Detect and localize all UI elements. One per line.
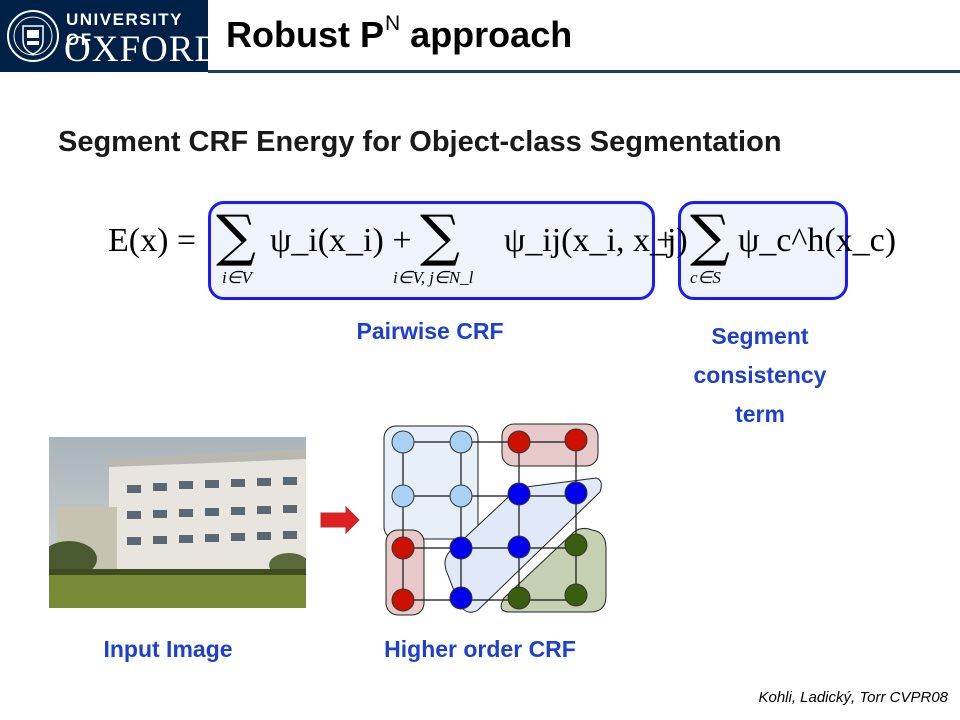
higher-order-crf-label: Higher order CRF <box>384 636 576 662</box>
equation-plus: + <box>656 222 676 259</box>
pairwise-subscript: i∈V, j∈N_l <box>393 268 474 287</box>
pairwise-term: ψ_ij(x_i, x_j) <box>504 222 688 259</box>
title-end: approach <box>400 14 573 55</box>
slide-title: Robust PN approach <box>226 12 573 56</box>
segment-term-box <box>678 201 848 300</box>
sum-symbol-pairwise: ∑ <box>420 204 460 269</box>
title-main: Robust P <box>226 14 384 55</box>
pairwise-crf-label: Pairwise CRF <box>356 318 504 344</box>
sum-symbol-higher: ∑ <box>690 204 730 269</box>
segment-label-line-3: term <box>735 401 785 427</box>
segment-label-line-1: Segment <box>711 323 809 349</box>
higher-subscript: c∈S <box>690 268 721 287</box>
slide-subtitle: Segment CRF Energy for Object-class Segm… <box>58 126 782 158</box>
oxford-crest-icon <box>7 10 59 62</box>
unary-term: ψ_i(x_i) + <box>270 222 412 259</box>
pairwise-term-box <box>208 201 655 300</box>
header-rule <box>208 70 960 73</box>
title-superscript: N <box>385 12 401 35</box>
sum-symbol-unary: ∑ <box>216 204 256 269</box>
citation-text: Kohli, Ladický, Torr CVPR08 <box>758 689 948 706</box>
input-image-label: Input Image <box>103 636 233 662</box>
higher-order-crf-graph <box>383 423 607 616</box>
unary-subscript: i∈V <box>222 268 252 287</box>
oxford-text: OXFORD <box>64 29 223 70</box>
oxford-logo-block: UNIVERSITY OF OXFORD <box>0 0 221 72</box>
right-arrow-icon <box>320 505 360 535</box>
clique-light-blue <box>383 425 479 540</box>
higher-order-term: ψ_c^h(x_c) <box>738 222 897 259</box>
equation-lhs: E(x) = <box>108 222 197 259</box>
segment-label-line-2: consistency <box>693 362 827 388</box>
input-image-photo <box>49 437 306 608</box>
university-of-text: UNIVERSITY OF <box>66 10 183 49</box>
segment-consistency-label: Segment consistency term <box>670 317 850 434</box>
